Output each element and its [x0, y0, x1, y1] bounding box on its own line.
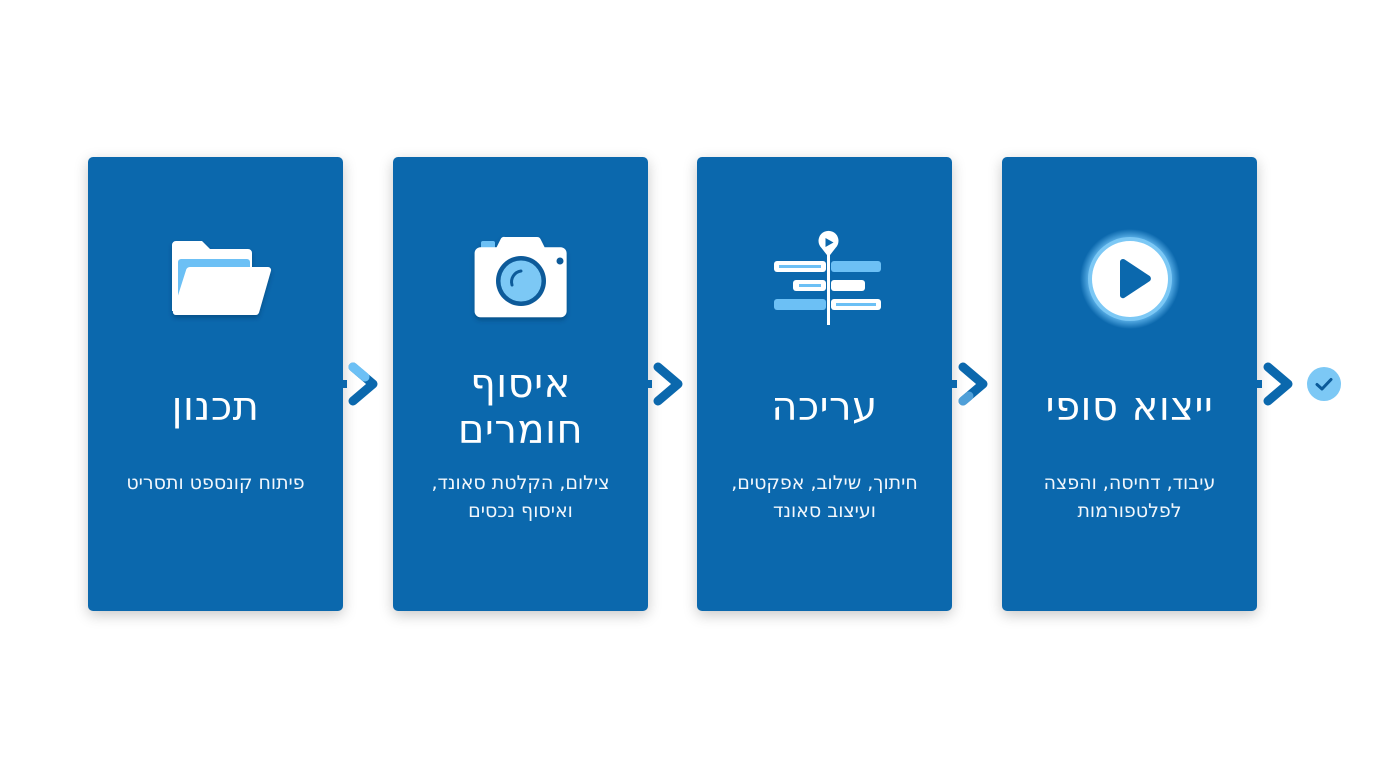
step-card-editing: עריכה חיתוך, שילוב, אפקטים, ועיצוב סאונד — [697, 157, 952, 611]
check-circle-icon — [1306, 366, 1342, 402]
folder-open-icon — [156, 229, 276, 329]
arrow-right-icon — [1250, 358, 1300, 410]
step-card-export: ייצוא סופי עיבוד, דחיסה, והפצה לפלטפורמו… — [1002, 157, 1257, 611]
step-description: חיתוך, שילוב, אפקטים, ועיצוב סאונד — [731, 472, 918, 522]
step-description: פיתוח קונספט ותסריט — [126, 472, 305, 494]
arrow-right-icon — [335, 358, 385, 410]
step-description: צילום, הקלטת סאונד, ואיסוף נכסים — [431, 472, 610, 522]
step-card-gathering: איסוף חומרים צילום, הקלטת סאונד, ואיסוף … — [393, 157, 648, 611]
timeline-editor-icon — [765, 229, 885, 329]
play-button-icon — [1070, 229, 1190, 329]
step-title: איסוף חומרים — [457, 361, 584, 453]
step-card-planning: תכנון פיתוח קונספט ותסריט — [88, 157, 343, 611]
step-title: עריכה — [771, 384, 878, 430]
step-title: ייצוא סופי — [1045, 384, 1214, 430]
step-description: עיבוד, דחיסה, והפצה לפלטפורמות — [1043, 472, 1216, 522]
camera-icon — [461, 229, 581, 329]
step-title: תכנון — [171, 384, 260, 430]
arrow-right-icon — [945, 358, 995, 410]
arrow-right-icon — [640, 358, 690, 410]
